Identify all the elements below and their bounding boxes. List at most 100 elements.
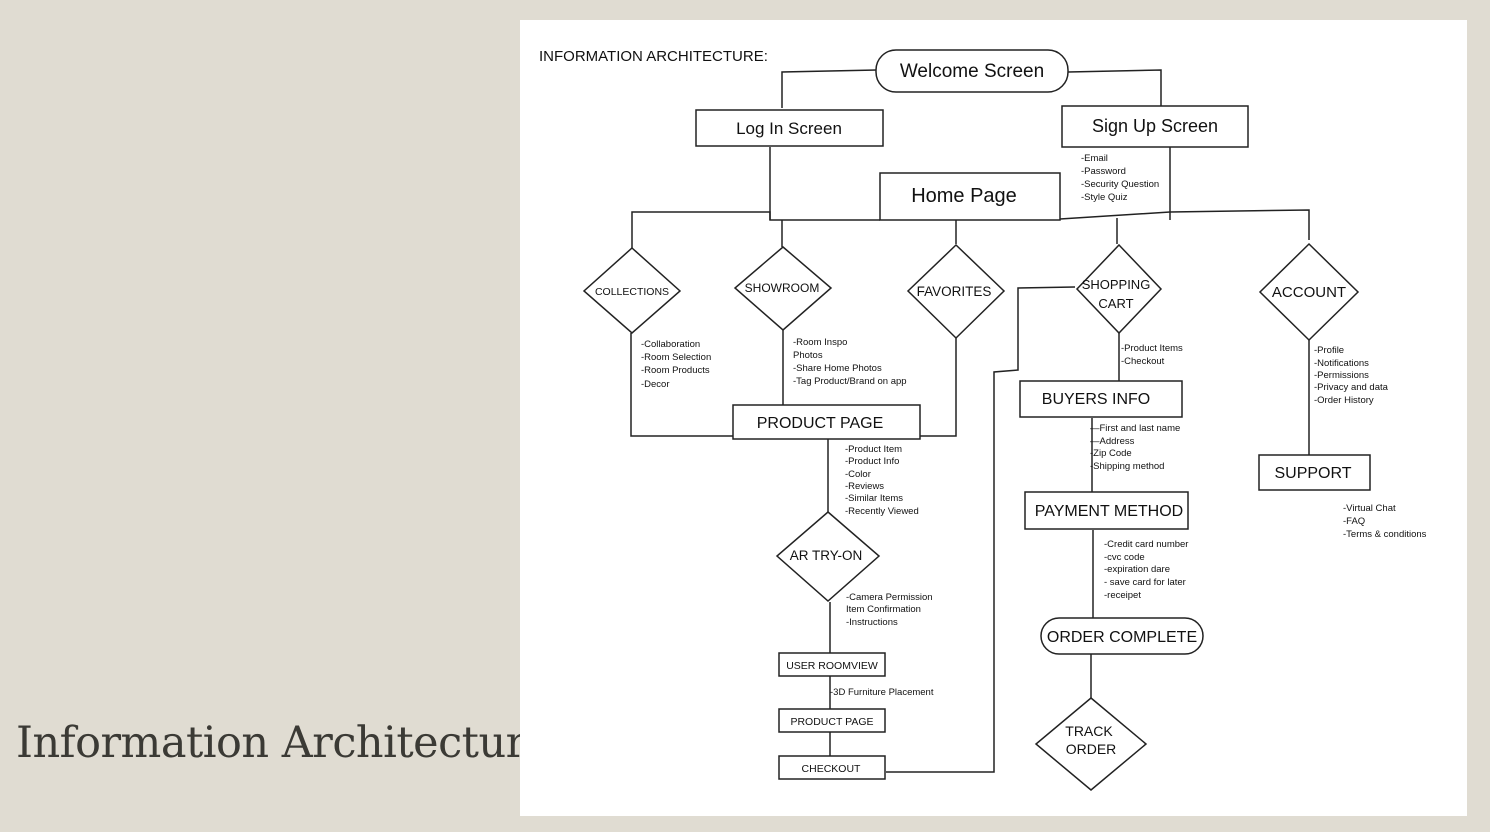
- note-line: -Product Items: [1121, 343, 1183, 354]
- connector-welcome-signup: [1067, 69, 1162, 106]
- showroom-label: SHOWROOM: [745, 281, 820, 295]
- ar-tryon-label: AR TRY-ON: [790, 548, 863, 563]
- connector-home-bus-left: [631, 211, 880, 289]
- note-line: -3D Furniture Placement: [830, 687, 934, 698]
- note-line: Item Confirmation: [846, 604, 921, 615]
- buyers-info-label: BUYERS INFO: [1042, 391, 1150, 408]
- note-line: -Room Inspo: [793, 337, 847, 348]
- note-line: -Room Products: [641, 365, 710, 376]
- note-line: -Order History: [1314, 395, 1374, 406]
- signup-screen-label: Sign Up Screen: [1092, 116, 1218, 136]
- support-notes: -Virtual Chat -FAQ -Terms & conditions: [1343, 503, 1427, 540]
- note-line: -Password: [1081, 166, 1126, 177]
- track-order-node: TRACK ORDER: [1034, 697, 1148, 791]
- note-line: -Similar Items: [845, 493, 903, 504]
- connector-home-bus-right: [1059, 209, 1310, 240]
- collections-notes: -Collaboration -Room Selection -Room Pro…: [641, 339, 711, 390]
- note-line: -Profile: [1314, 345, 1344, 356]
- information-architecture-diagram: INFORMATION ARCHITECTURE: Welcome Screen…: [539, 48, 1427, 791]
- note-line: Photos: [793, 350, 823, 361]
- shopping-cart-node: SHOPPING CART: [1075, 243, 1163, 335]
- track-order-label-line2: ORDER: [1066, 741, 1117, 757]
- diagram-heading: INFORMATION ARCHITECTURE:: [539, 48, 768, 65]
- note-line: -Checkout: [1121, 356, 1165, 367]
- support-label: SUPPORT: [1274, 465, 1351, 482]
- account-label: ACCOUNT: [1272, 284, 1346, 301]
- note-line: - save card for later: [1104, 577, 1186, 588]
- note-line: -Notifications: [1314, 358, 1369, 369]
- login-screen-node: Log In Screen: [695, 109, 884, 147]
- note-line: -Tag Product/Brand on app: [793, 376, 907, 387]
- checkout-node: CHECKOUT: [778, 755, 886, 780]
- note-line: -Email: [1081, 153, 1108, 164]
- login-screen-label: Log In Screen: [736, 119, 842, 138]
- product-page-small-node: PRODUCT PAGE: [778, 708, 886, 733]
- note-line: -Terms & conditions: [1343, 529, 1427, 540]
- note-line: -expiration dare: [1104, 564, 1170, 575]
- ar-tryon-notes: -Camera Permission Item Confirmation -In…: [846, 592, 933, 628]
- product-page-node: PRODUCT PAGE: [732, 404, 921, 440]
- shopping-cart-label-line1: SHOPPING: [1082, 277, 1151, 292]
- order-complete-node: ORDER COMPLETE: [1040, 617, 1204, 655]
- favorites-label: FAVORITES: [917, 284, 992, 299]
- user-roomview-label: USER ROOMVIEW: [786, 660, 878, 672]
- signup-screen-node: Sign Up Screen: [1061, 105, 1249, 148]
- collections-label: COLLECTIONS: [595, 286, 669, 298]
- account-notes: -Profile -Notifications -Permissions -Pr…: [1314, 345, 1389, 406]
- product-page-notes: -Product Item -Product Info -Color -Revi…: [845, 444, 919, 517]
- slide-title: Information Architecture: [16, 718, 551, 768]
- note-line: -FAQ: [1343, 516, 1365, 527]
- note-line: -Product Info: [845, 456, 899, 467]
- note-line: -Style Quiz: [1081, 192, 1128, 203]
- note-line: -Virtual Chat: [1343, 503, 1396, 514]
- note-line: -Room Selection: [641, 352, 711, 363]
- welcome-screen-node: Welcome Screen: [875, 49, 1069, 93]
- note-line: -Recently Viewed: [845, 506, 919, 517]
- payment-method-node: PAYMENT METHOD: [1024, 491, 1189, 530]
- note-line: -Security Question: [1081, 179, 1159, 190]
- note-line: -Zip Code: [1090, 448, 1132, 459]
- support-node: SUPPORT: [1258, 454, 1371, 491]
- note-line: -Permissions: [1314, 370, 1369, 381]
- home-page-node: Home Page: [879, 172, 1061, 221]
- user-roomview-notes: -3D Furniture Placement: [830, 687, 934, 698]
- note-line: -Credit card number: [1104, 539, 1188, 550]
- note-line: -Shipping method: [1090, 461, 1164, 472]
- connector-favorites-product: [920, 338, 957, 437]
- track-order-label-line1: TRACK: [1065, 723, 1113, 739]
- favorites-node: FAVORITES: [906, 243, 1006, 340]
- product-page-label: PRODUCT PAGE: [757, 415, 884, 432]
- payment-method-label: PAYMENT METHOD: [1035, 503, 1183, 520]
- note-line: -Instructions: [846, 617, 898, 628]
- note-line: -receipet: [1104, 590, 1141, 601]
- user-roomview-node: USER ROOMVIEW: [778, 652, 886, 677]
- note-line: -Decor: [641, 379, 670, 390]
- note-line: -Reviews: [845, 481, 884, 492]
- note-line: -Privacy and data: [1314, 382, 1389, 393]
- shopping-cart-notes: -Product Items -Checkout: [1121, 343, 1183, 367]
- showroom-node: SHOWROOM: [733, 246, 833, 331]
- signup-notes: -Email -Password -Security Question -Sty…: [1081, 153, 1159, 203]
- welcome-screen-label: Welcome Screen: [900, 61, 1044, 82]
- showroom-notes: -Room Inspo Photos -Share Home Photos -T…: [793, 337, 907, 387]
- note-line: -cvc code: [1104, 552, 1145, 563]
- connectors: [630, 69, 1310, 773]
- note-line: -Share Home Photos: [793, 363, 882, 374]
- account-node: ACCOUNT: [1258, 242, 1360, 342]
- order-complete-label: ORDER COMPLETE: [1047, 629, 1197, 646]
- buyers-info-notes: —First and last name —Address -Zip Code …: [1090, 423, 1180, 472]
- checkout-label: CHECKOUT: [802, 763, 862, 775]
- payment-method-notes: -Credit card number -cvc code -expiratio…: [1104, 539, 1188, 601]
- note-line: —First and last name: [1090, 423, 1180, 434]
- buyers-info-node: BUYERS INFO: [1019, 380, 1183, 418]
- ar-tryon-node: AR TRY-ON: [775, 511, 881, 603]
- note-line: -Product Item: [845, 444, 902, 455]
- connector-welcome-login: [781, 69, 878, 108]
- note-line: -Camera Permission: [846, 592, 933, 603]
- home-page-label: Home Page: [911, 185, 1017, 207]
- product-page-small-label: PRODUCT PAGE: [790, 716, 873, 728]
- shopping-cart-label-line2: CART: [1098, 296, 1133, 311]
- note-line: -Collaboration: [641, 339, 700, 350]
- note-line: -Color: [845, 469, 871, 480]
- note-line: —Address: [1090, 436, 1135, 447]
